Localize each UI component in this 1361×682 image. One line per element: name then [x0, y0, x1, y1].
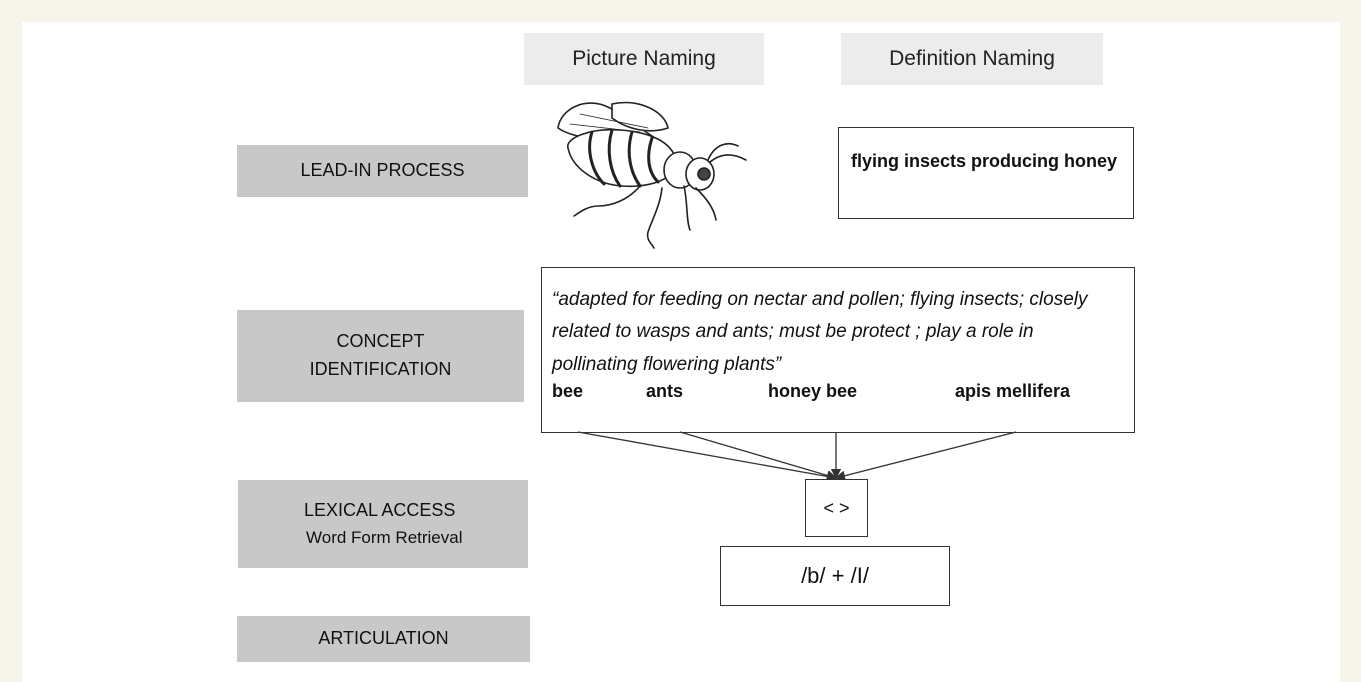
- phoneme-text: /b/ + /I/: [801, 563, 869, 589]
- concept-word: honey bee: [768, 381, 857, 402]
- stage-concept-line1: CONCEPT: [336, 328, 424, 356]
- picture-naming-label: Picture Naming: [572, 47, 716, 71]
- stage-lexical-line2: Word Form Retrieval: [306, 525, 463, 551]
- picture-naming-header: Picture Naming: [524, 33, 764, 85]
- stage-articulation: ARTICULATION: [237, 616, 530, 662]
- definition-naming-label: Definition Naming: [889, 47, 1055, 71]
- stage-concept-line2: IDENTIFICATION: [310, 356, 452, 384]
- definition-text: flying insects producing honey: [851, 151, 1117, 171]
- stage-lead-in-label: LEAD-IN PROCESS: [300, 157, 464, 185]
- stage-lexical-line1: LEXICAL ACCESS: [304, 497, 455, 525]
- definition-naming-header: Definition Naming: [841, 33, 1103, 85]
- stage-articulation-label: ARTICULATION: [318, 625, 448, 653]
- concept-word-list: bee ants honey bee apis mellifera: [552, 381, 1124, 407]
- stage-lexical-access: LEXICAL ACCESS Word Form Retrieval: [238, 480, 528, 568]
- stage-lead-in: LEAD-IN PROCESS: [237, 145, 528, 197]
- concept-description: “adapted for feeding on nectar and polle…: [552, 284, 1124, 381]
- stage-concept-identification: CONCEPT IDENTIFICATION: [237, 310, 524, 402]
- concept-word: apis mellifera: [955, 381, 1070, 402]
- concept-box: “adapted for feeding on nectar and polle…: [541, 267, 1135, 433]
- phoneme-box: /b/ + /I/: [720, 546, 950, 606]
- lemma-box: < >: [805, 479, 868, 537]
- lemma-text: < >: [823, 498, 849, 519]
- definition-text-box: flying insects producing honey: [838, 127, 1134, 219]
- concept-word: ants: [646, 381, 683, 402]
- concept-word: bee: [552, 381, 583, 402]
